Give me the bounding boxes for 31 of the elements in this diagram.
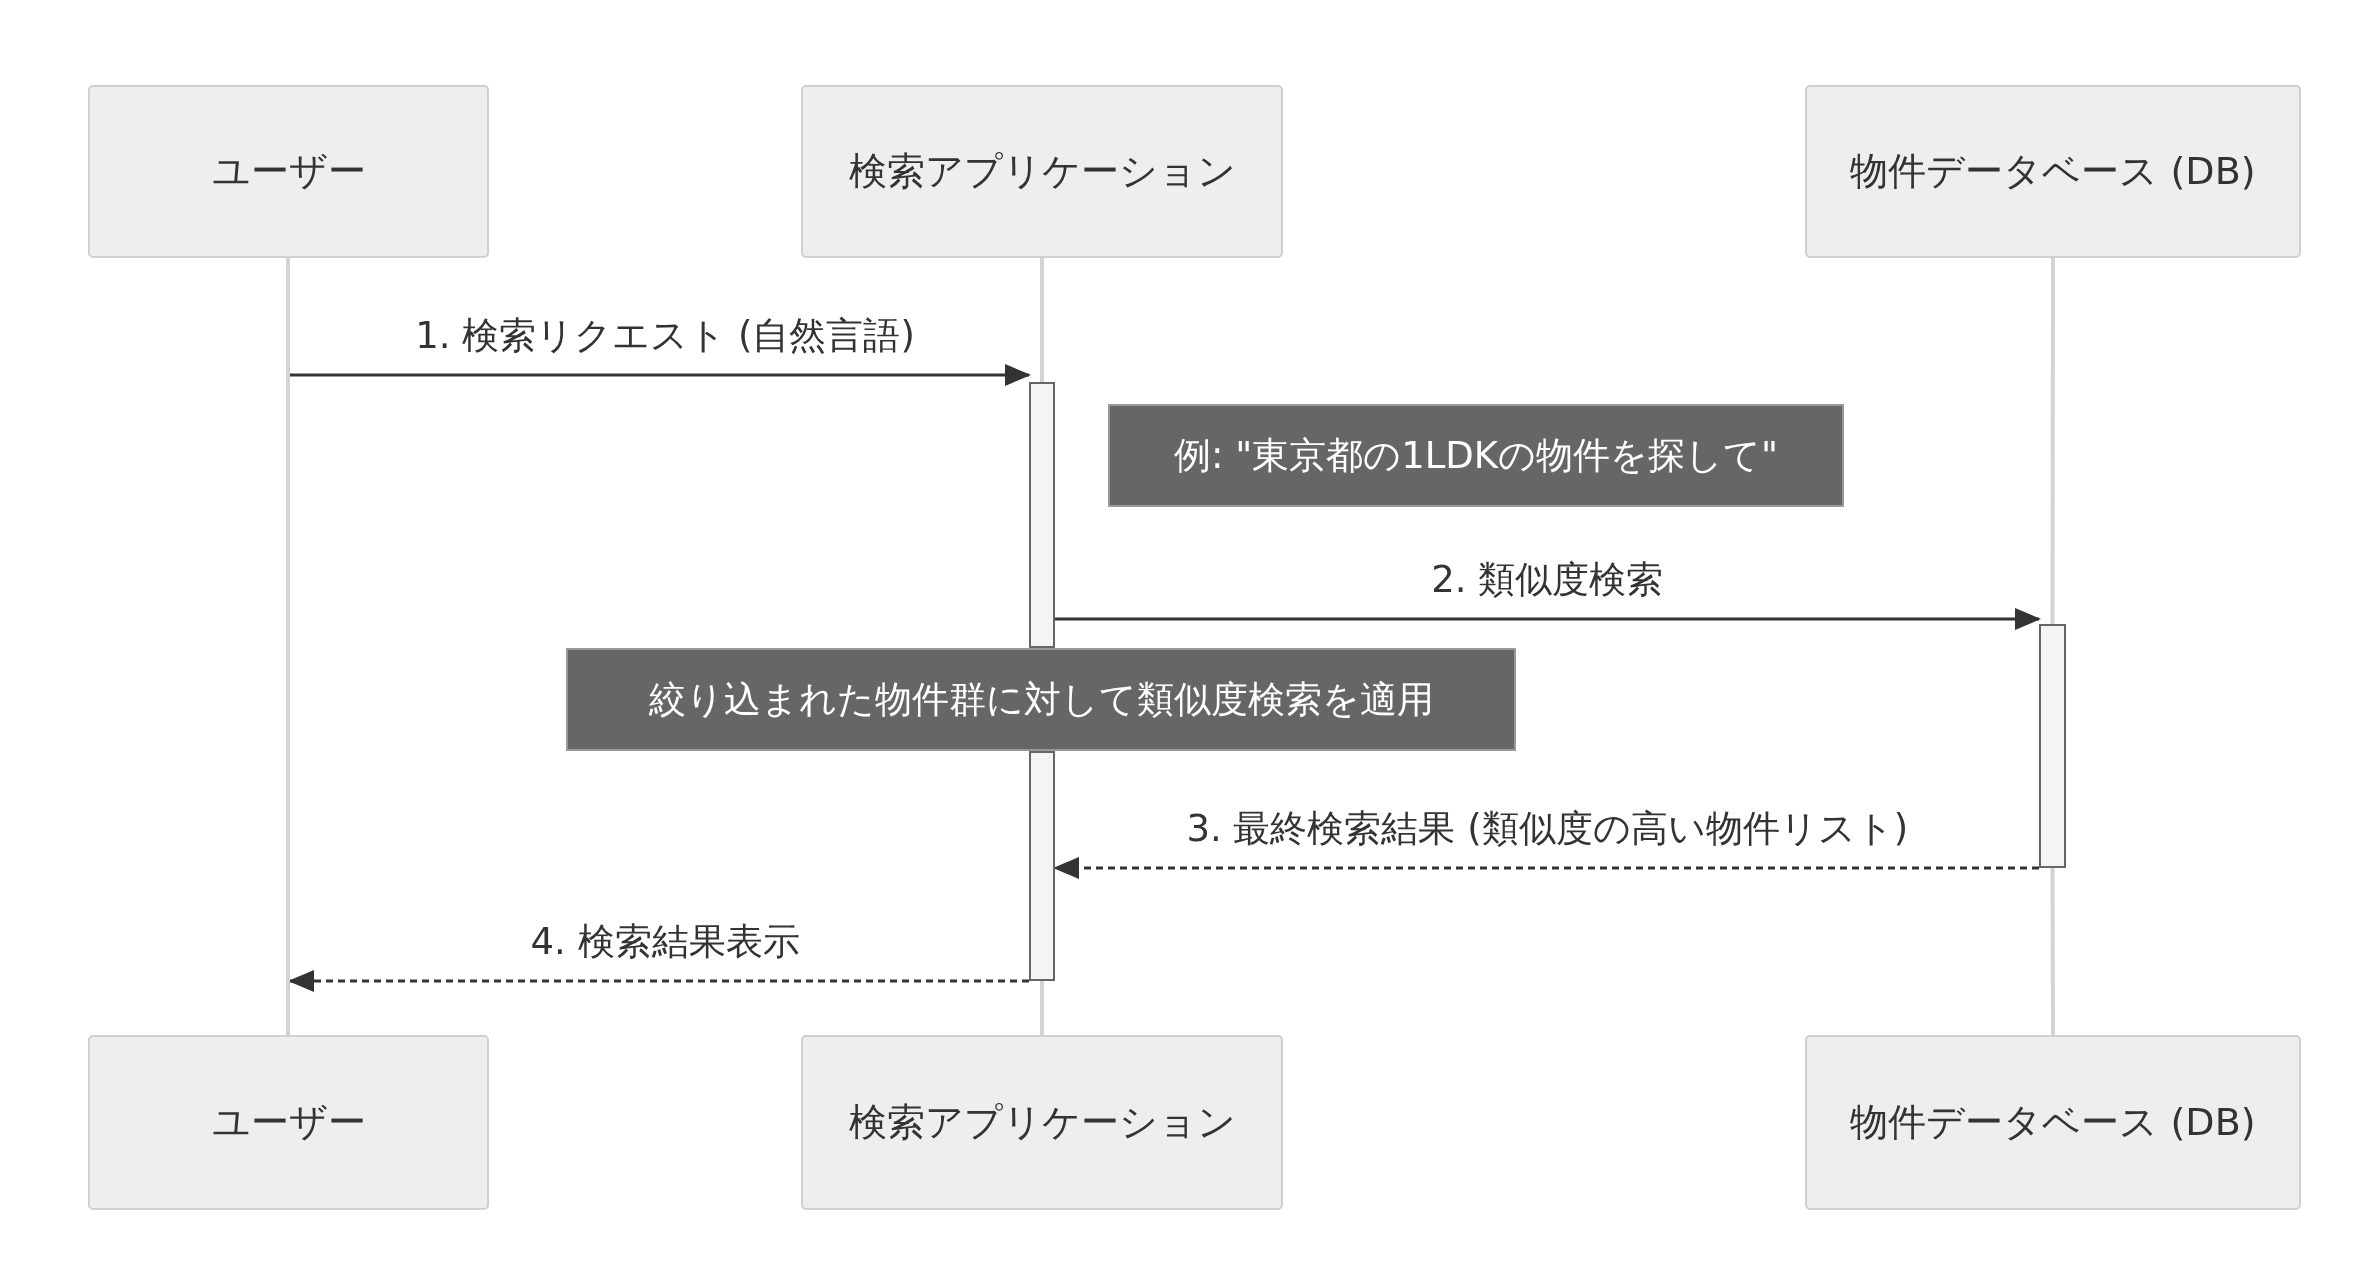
activation-bar [1029, 382, 1055, 648]
participant-box [1805, 1035, 2301, 1210]
activation-bar [2039, 624, 2066, 868]
message-label: 1. 検索リクエスト (自然言語) [415, 313, 915, 359]
message-arrow [290, 364, 1031, 386]
note-box [566, 648, 1516, 751]
message-arrow [1055, 608, 2041, 630]
lifeline [1040, 981, 1044, 1035]
message-label: 3. 最終検索結果 (類似度の高い物件リスト) [1186, 806, 1909, 852]
participant-box [801, 1035, 1283, 1210]
participant-box [88, 85, 489, 258]
message-arrow [288, 970, 1029, 992]
participant-box [801, 85, 1283, 258]
message-label: 4. 検索結果表示 [530, 919, 800, 965]
lifeline [1040, 258, 1044, 382]
message-label: 2. 類似度検索 [1431, 557, 1664, 603]
participant-box [1805, 85, 2301, 258]
node-label: 絞り込まれた物件群に対して類似度検索を適用 [648, 676, 1434, 723]
lifeline [286, 258, 290, 1035]
node-label: 例: "東京都の1LDKの物件を探して" [1173, 432, 1779, 479]
node-label: 検索アプリケーション [848, 1099, 1236, 1146]
node-label: 物件データベース (DB) [1850, 148, 2256, 195]
lifeline [2050, 258, 2055, 624]
activation-bar [1029, 751, 1055, 981]
node-label: ユーザー [211, 148, 366, 195]
lifeline [2050, 868, 2055, 1035]
participant-box [88, 1035, 489, 1210]
note-box [1108, 404, 1844, 507]
node-label: ユーザー [211, 1099, 366, 1146]
node-label: 物件データベース (DB) [1850, 1099, 2256, 1146]
node-label: 検索アプリケーション [848, 148, 1236, 195]
